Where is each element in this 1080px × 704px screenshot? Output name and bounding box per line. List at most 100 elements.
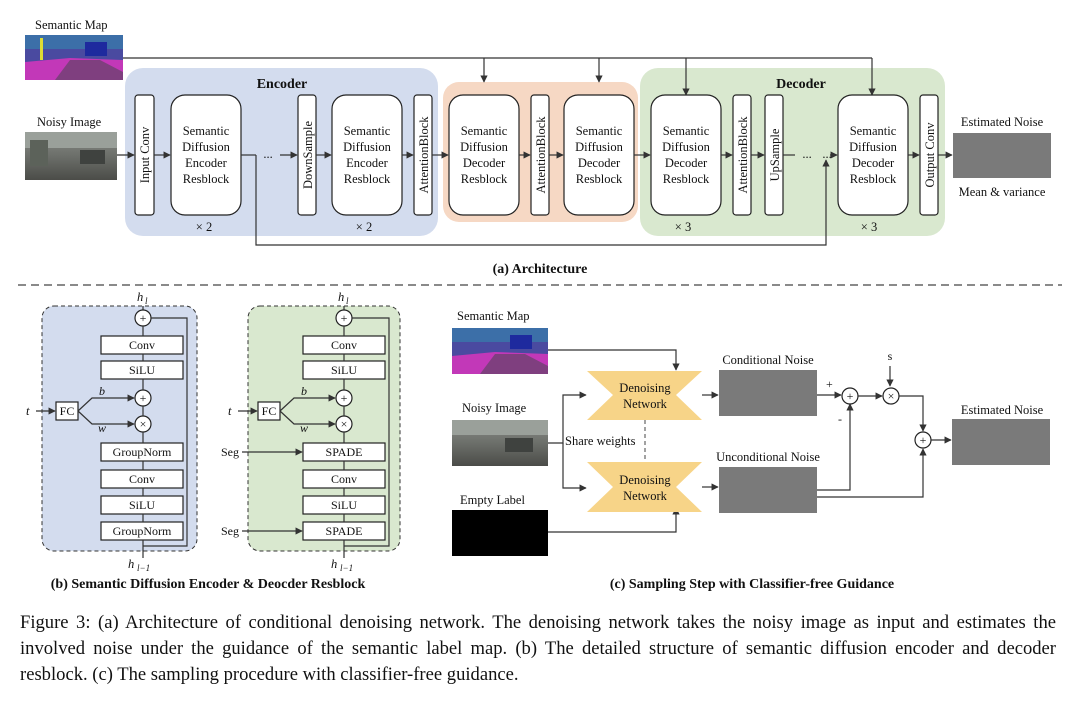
figure-diagram: Semantic Map Noisy Image Input Conv Sema… [18,18,1062,592]
mid-decoder-resblock-1 [448,94,520,216]
w-wire-dec [279,410,336,428]
encoder-times2-a: × 2 [196,220,212,234]
decoder-resblock-1-text: Semantic Diffusion Decoder Resblock [662,124,710,186]
svg-text:h: h [137,290,143,304]
dec-silu-bottom-label: SiLU [331,498,357,512]
attention-block-mid-label: AttentionBlock [534,116,548,194]
b-wire-enc [77,394,135,412]
dec-silu-top-label: SiLU [331,363,357,377]
svg-text:Diffusion: Diffusion [343,140,391,154]
subtitle-a: (a) Architecture [493,262,588,277]
svg-text:Resblock: Resblock [344,172,391,186]
c-mul-to-add2 [899,395,927,432]
figure-caption: Figure 3: (a) Architecture of conditiona… [20,612,1056,685]
svg-text:h: h [331,557,337,571]
c-uncond-to-add [817,403,854,491]
h-in-label-dec: h l−1 [331,557,353,573]
upsample-label: UpSample [768,128,782,181]
b-wire-dec [279,394,336,412]
mid-decoder-resblock-1-text: Semantic Diffusion Decoder Resblock [460,124,508,186]
w-label-enc: w [98,421,106,435]
mul-sym-enc-w: × [140,417,147,431]
encoder-title: Encoder [257,77,308,92]
enc-groupnorm-top-label: GroupNorm [113,445,172,459]
enc-groupnorm-top [100,442,184,462]
svg-text:Semantic: Semantic [461,124,508,138]
svg-text:Encoder: Encoder [346,156,388,170]
add-sym-dec-top: + [341,311,348,325]
svg-text:Diffusion: Diffusion [182,140,230,154]
decoder-times3-b: × 3 [861,220,877,234]
svg-text:Decoder: Decoder [852,156,895,170]
svg-text:Diffusion: Diffusion [849,140,897,154]
denoising-top-label-2: Network [623,397,667,411]
enc-conv-top-label: Conv [129,338,155,352]
c-add-sym-1: + [847,389,854,403]
fc-label-dec: FC [262,404,277,418]
enc-conv-bottom-label: Conv [129,472,155,486]
svg-text:Diffusion: Diffusion [662,140,710,154]
encoder-resblock-2-text: Semantic Diffusion Encoder Resblock [343,124,391,186]
dec-spade-bottom-label: SPADE [326,524,363,538]
b-label-dec: b [301,384,307,398]
decoder-resblock-2 [837,94,909,216]
svg-text:Resblock: Resblock [663,172,710,186]
svg-text:Encoder: Encoder [185,156,227,170]
denoising-network-bottom [587,462,702,512]
t-label-dec: t [228,404,232,418]
svg-text:l−1: l−1 [340,563,353,573]
svg-text:h: h [338,290,344,304]
decoder-title: Decoder [776,77,826,92]
c-semantic-map-thumbnail [452,328,548,374]
c-noisy-wire-down [562,443,587,492]
h-out-label-dec: h l [338,290,349,306]
seg-label-top: Seg [221,445,239,459]
mean-variance-label: Mean & variance [959,185,1046,199]
add-sym-dec-b: + [341,391,348,405]
estimated-noise-label-a: Estimated Noise [961,115,1044,129]
encoder-resblock-2 [331,94,403,216]
decoder-resblock-2-text: Semantic Diffusion Decoder Resblock [849,124,897,186]
conditional-noise-label: Conditional Noise [722,353,814,367]
b-label-enc: b [99,384,105,398]
svg-text:l: l [145,296,148,306]
svg-text:Semantic: Semantic [344,124,391,138]
c-semantic-wire [548,349,680,371]
enc-groupnorm-bottom-label: GroupNorm [113,524,172,538]
input-conv-label: Input Conv [138,126,152,183]
output-conv-label: Output Conv [923,122,937,188]
t-label-enc: t [26,404,30,418]
enc-groupnorm-bottom [100,521,184,541]
dots-enc: ... [263,147,272,161]
noisy-image-label: Noisy Image [37,115,102,129]
decoder-times3-a: × 3 [675,220,691,234]
mid-decoder-resblock-2-text: Semantic Diffusion Decoder Resblock [575,124,623,186]
w-label-dec: w [300,421,308,435]
svg-text:l: l [346,296,349,306]
c-noisy-image-thumbnail [452,420,548,466]
svg-text:Resblock: Resblock [850,172,897,186]
denoising-network-top [587,371,702,420]
enc-silu-top [100,360,184,380]
denoising-bottom-label-1: Denoising [619,473,671,487]
svg-text:Diffusion: Diffusion [460,140,508,154]
enc-silu-bottom-label: SiLU [129,498,155,512]
dec-conv-bottom-label: Conv [331,472,357,486]
c-empty-label-text: Empty Label [460,493,525,507]
encoder-resblock-1 [170,94,242,216]
svg-text:Decoder: Decoder [463,156,506,170]
c-noisy-image-label: Noisy Image [462,401,527,415]
svg-text:Semantic: Semantic [663,124,710,138]
w-wire-enc [77,410,135,428]
svg-text:Decoder: Decoder [665,156,708,170]
svg-text:h: h [128,557,134,571]
minus-sign-label: - [838,412,842,426]
noisy-image-thumbnail [25,132,117,180]
encoder-resblock-1-text: Semantic Diffusion Encoder Resblock [182,124,230,186]
mul-sym-dec-w: × [341,417,348,431]
semantic-map-thumbnail [25,35,123,80]
mid-decoder-resblock-2 [563,94,635,216]
h-out-label-enc: h l [137,290,148,306]
semantic-map-label: Semantic Map [35,18,108,32]
c-estimated-noise-label: Estimated Noise [961,403,1044,417]
